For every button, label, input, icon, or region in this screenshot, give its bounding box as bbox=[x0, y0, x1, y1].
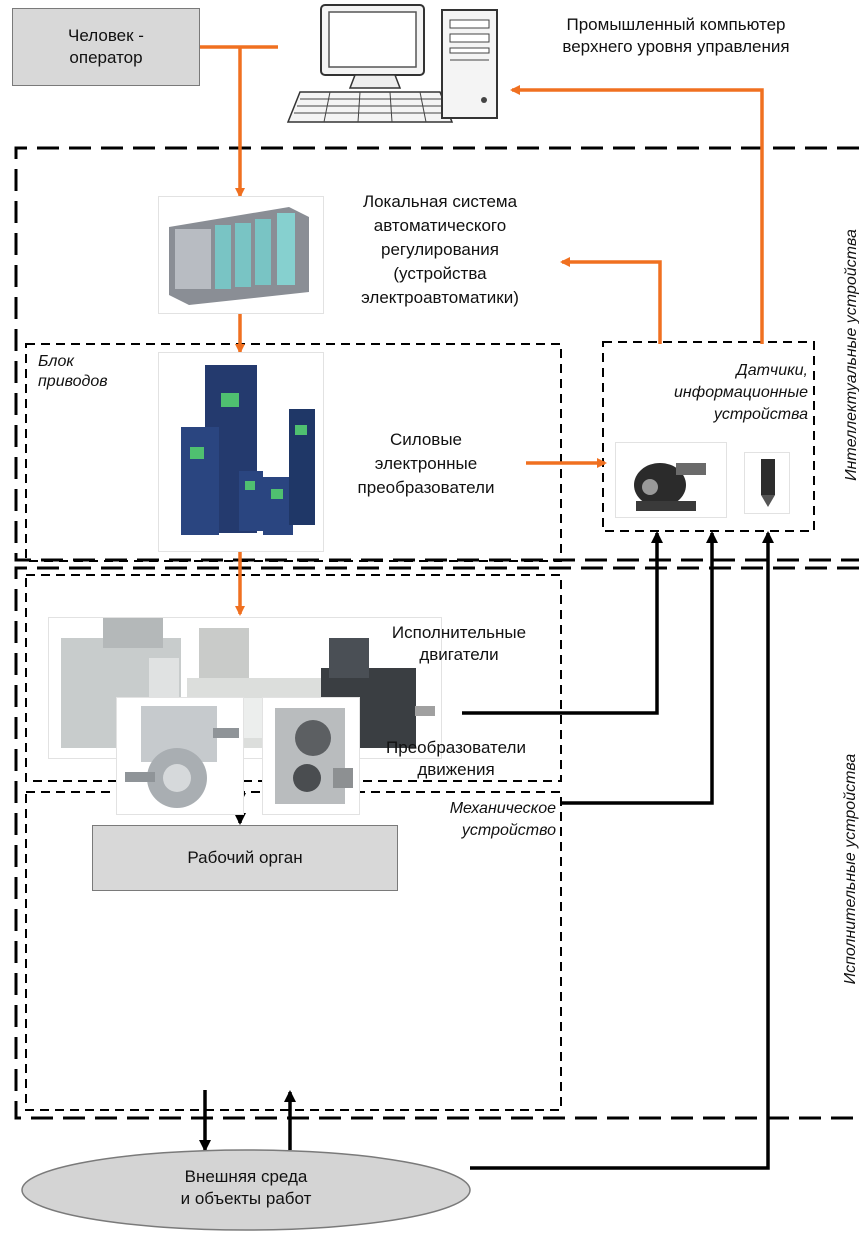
converters-image bbox=[158, 352, 324, 552]
sensors-line1: Датчики, bbox=[736, 362, 808, 379]
local-system-line5: электроавтоматики) bbox=[361, 288, 519, 307]
computer-illustration bbox=[286, 4, 498, 123]
sensors-label: Датчики, информационные устройства bbox=[640, 360, 808, 426]
converters-line2: электронные bbox=[374, 454, 478, 473]
converters-label: Силовые электронные преобразователи bbox=[336, 428, 516, 500]
sensors-frame bbox=[602, 341, 815, 532]
drive-block-line1: Блок bbox=[38, 353, 74, 370]
executive-devices-frame bbox=[14, 566, 859, 1120]
sensor-encoder-image bbox=[615, 442, 727, 518]
drive-block-label: Блок приводов bbox=[38, 352, 108, 392]
motors-line2: двигатели bbox=[419, 645, 499, 664]
converters-line1: Силовые bbox=[389, 430, 463, 449]
motors-label: Исполнительные двигатели bbox=[364, 622, 554, 666]
sensors-line3: устройства bbox=[713, 406, 808, 423]
mechanical-line1: Механическое bbox=[449, 800, 556, 817]
working-organ-label: Рабочий орган bbox=[187, 848, 303, 867]
executive-devices-label: Исполнительные устройства bbox=[842, 753, 859, 985]
sensors-line2: информационные bbox=[674, 384, 808, 401]
local-system-line3: регулирования bbox=[381, 240, 499, 259]
gearbox-cutaway-image bbox=[262, 697, 360, 815]
environment-line1: Внешняя среда bbox=[184, 1167, 308, 1186]
converters-line3: преобразователи bbox=[357, 478, 495, 497]
computer-line1: Промышленный компьютер bbox=[566, 15, 786, 34]
computer-line2: верхнего уровня управления bbox=[562, 37, 790, 56]
operator-line1: Человек - bbox=[68, 26, 144, 45]
plc-image bbox=[158, 196, 324, 314]
control-arrows bbox=[200, 45, 764, 616]
mechanical-label: Механическое устройство bbox=[390, 798, 556, 842]
mechanical-frame bbox=[25, 791, 562, 1111]
local-system-line2: автоматического bbox=[373, 216, 507, 235]
drive-block-line2: приводов bbox=[38, 373, 108, 390]
drive-block-frame bbox=[25, 343, 562, 562]
environment-label: Внешняя среда и объекты работ bbox=[146, 1166, 346, 1210]
intelligent-devices-label: Интеллектуальные устройства bbox=[843, 229, 859, 481]
environment-ellipse bbox=[21, 1149, 471, 1231]
operator-box: Человек - оператор bbox=[12, 8, 200, 86]
working-organ-box: Рабочий орган bbox=[92, 825, 398, 891]
motion-converters-line1: Преобразователи bbox=[386, 738, 526, 757]
motion-converters-line2: движения bbox=[417, 760, 495, 779]
mechanical-line2: устройство bbox=[461, 822, 556, 839]
environment-line2: и объекты работ bbox=[180, 1189, 312, 1208]
local-system-label: Локальная система автоматического регули… bbox=[330, 190, 550, 310]
local-system-line1: Локальная система bbox=[362, 192, 518, 211]
motors-line1: Исполнительные bbox=[391, 623, 527, 642]
sensor-proximity-image bbox=[744, 452, 790, 514]
operator-line2: оператор bbox=[69, 48, 143, 67]
motion-converters-label: Преобразователи движения bbox=[356, 737, 556, 781]
local-system-line4: (устройства bbox=[393, 264, 487, 283]
gearbox-image bbox=[116, 697, 244, 815]
computer-label: Промышленный компьютер верхнего уровня у… bbox=[506, 14, 846, 58]
